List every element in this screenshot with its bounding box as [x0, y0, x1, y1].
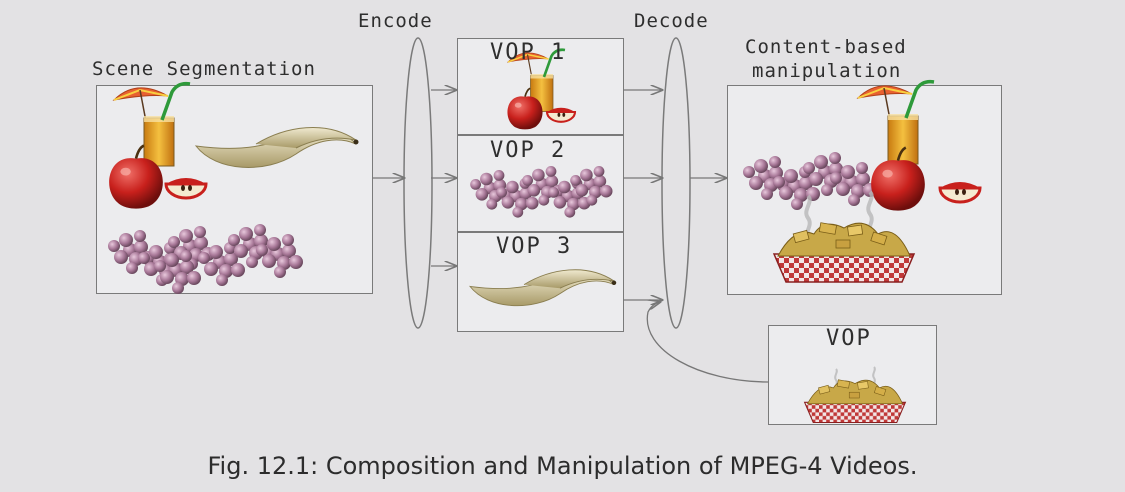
- output-drink-icon: [856, 79, 936, 166]
- vop2-label: VOP 2: [490, 138, 567, 163]
- vop3-label: VOP 3: [496, 234, 573, 259]
- scene-grapes-icon: [108, 224, 303, 294]
- output-fries-basket-icon: [773, 221, 915, 283]
- vop1-label: VOP 1: [490, 40, 567, 65]
- scene-banana-icon: [195, 127, 359, 168]
- encode-lens: [403, 37, 433, 329]
- new-vop-fries-basket-icon: [804, 379, 906, 424]
- decode-lens: [661, 37, 691, 329]
- vop3-banana-icon: [469, 269, 617, 307]
- content-based-label: Content-based: [745, 36, 907, 58]
- decode-label: Decode: [634, 10, 709, 32]
- encode-label: Encode: [358, 10, 433, 32]
- vop2-grapes-icon: [470, 166, 613, 218]
- scene-segmentation-label: Scene Segmentation: [92, 58, 316, 80]
- vop1-apple-slice-icon: [545, 106, 577, 123]
- figure-caption: Fig. 12.1: Composition and Manipulation …: [207, 452, 918, 480]
- scene-drink-icon: [112, 81, 192, 168]
- output-apple-slice-icon: [938, 180, 982, 204]
- manipulation-label: manipulation: [752, 60, 902, 82]
- new-vop-label: VOP: [826, 326, 872, 351]
- new-vop-to-decode-arrow: [646, 302, 769, 383]
- scene-apple-slice-icon: [164, 176, 208, 200]
